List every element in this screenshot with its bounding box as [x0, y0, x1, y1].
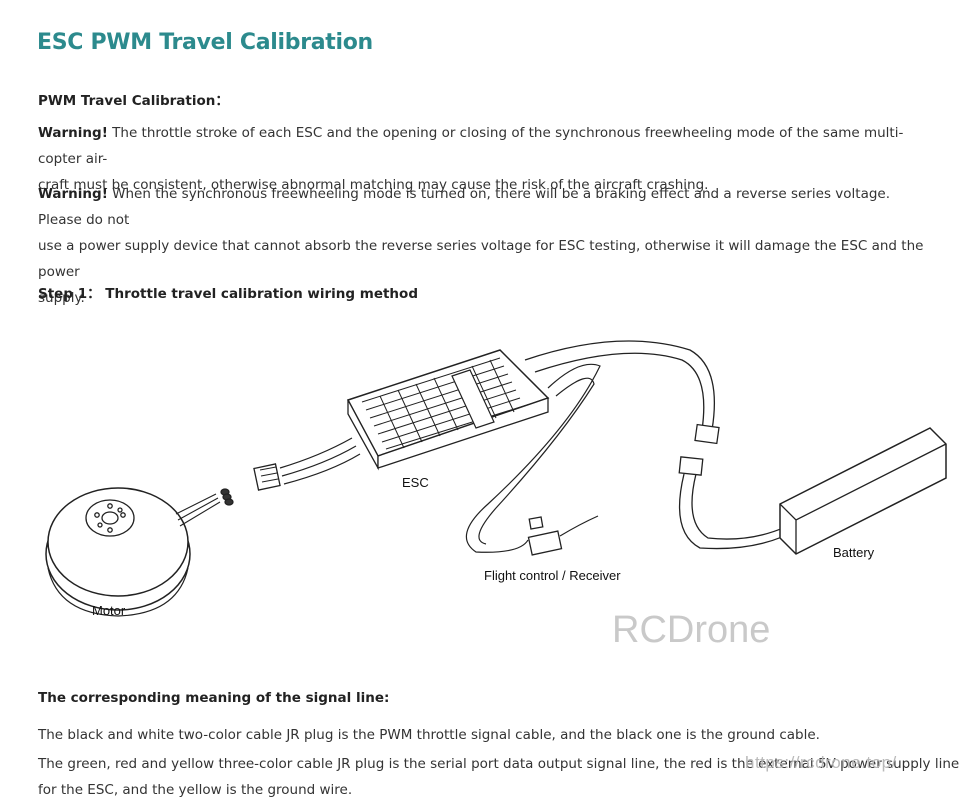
signal-line-2: The green, red and yellow three-color ca…: [38, 756, 960, 772]
battery-icon: [779, 427, 947, 555]
wiring-diagram: [0, 318, 971, 648]
signal-line-3: for the ESC, and the yellow is the groun…: [38, 782, 353, 798]
signal-line-1: The black and white two-color cable JR p…: [38, 727, 820, 743]
watermark-url: https://rcdrone.top/: [745, 753, 897, 772]
page-title: ESC PWM Travel Calibration: [37, 30, 373, 55]
warning-text: craft must be consistent, otherwise abno…: [38, 177, 709, 193]
warning-text: use a power supply device that cannot ab…: [38, 238, 924, 280]
warning-label: Warning!: [38, 125, 108, 141]
warning-paragraph-2: Warning! When the synchronous freewheeli…: [38, 181, 938, 311]
esc-phase-connector: [253, 437, 361, 491]
motor-icon: [45, 487, 234, 617]
wiring-diagram-drawing: [45, 340, 947, 617]
warning-label: Warning!: [38, 186, 108, 202]
warning-text: supply.: [38, 290, 85, 306]
motor-label: Motor: [92, 603, 126, 618]
signal-wires: [465, 363, 601, 556]
step1-heading: Step 1： Throttle travel calibration wiri…: [38, 286, 418, 302]
warning-text: The throttle stroke of each ESC and the …: [38, 125, 904, 167]
flight-control-label: Flight control / Receiver: [484, 568, 621, 583]
esc-icon: [346, 349, 550, 471]
battery-wires: [524, 340, 807, 550]
watermark: RCDrone: [612, 609, 771, 651]
battery-label: Battery: [833, 545, 875, 560]
signal-heading: The corresponding meaning of the signal …: [38, 690, 390, 706]
warning-paragraph-1: Warning! The throttle stroke of each ESC…: [38, 120, 938, 198]
section-heading: PWM Travel Calibration：: [38, 93, 229, 109]
esc-label: ESC: [402, 475, 429, 490]
warning-text: When the synchronous freewheeling mode i…: [38, 186, 891, 228]
